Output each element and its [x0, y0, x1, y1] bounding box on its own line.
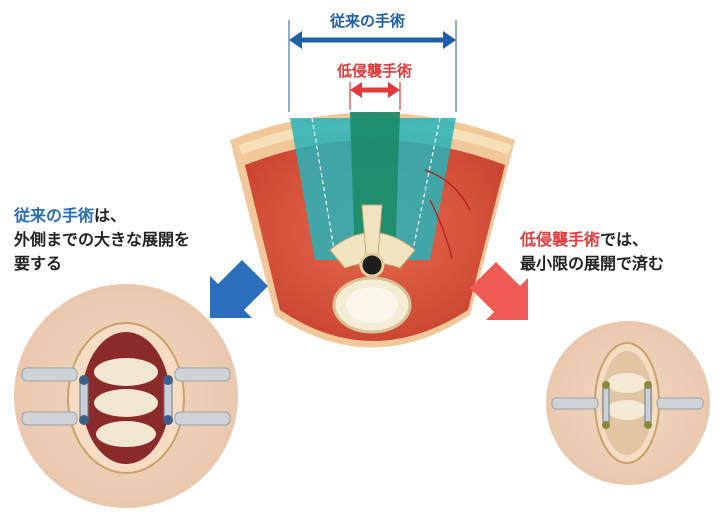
minimal-width-label: 低侵襲手術 — [337, 60, 412, 81]
caption-left-highlight: 従来の手術 — [14, 206, 94, 225]
caption-right-highlight: 低侵襲手術 — [520, 230, 600, 249]
caption-left-line1: 従来の手術は、 — [14, 204, 190, 228]
minimal-surgery-view — [546, 321, 710, 485]
conventional-caption: 従来の手術は、 外側までの大きな展開を 要する — [14, 204, 190, 276]
minimal-caption: 低侵襲手術では、 最小限の展開で済む — [520, 228, 664, 276]
caption-left-line1-rest: は、 — [94, 206, 126, 225]
spine-cross-section-illustration — [230, 112, 515, 348]
caption-right-line2: 最小限の展開で済む — [520, 252, 664, 276]
conventional-width-label: 従来の手術 — [330, 10, 405, 31]
conventional-surgery-view — [14, 284, 238, 508]
blue-direction-arrow — [210, 260, 268, 318]
caption-right-line1-rest: では、 — [600, 230, 648, 249]
caption-left-line2: 外側までの大きな展開を — [14, 228, 190, 252]
caption-left-line3: 要する — [14, 252, 190, 276]
minimal-width-indicator — [350, 82, 400, 110]
caption-right-line1: 低侵襲手術では、 — [520, 228, 664, 252]
